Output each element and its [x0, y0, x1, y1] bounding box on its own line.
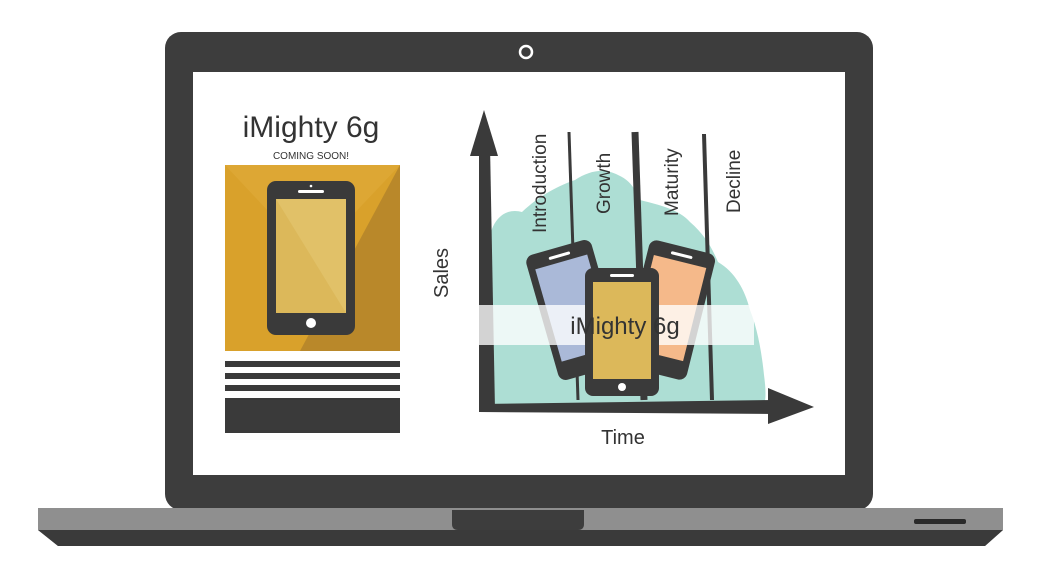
trackpad-notch [452, 510, 584, 530]
poster-line [225, 385, 400, 391]
poster-line [225, 361, 400, 367]
coming-soon-label: COMING SOON! [273, 151, 349, 162]
x-axis [479, 400, 775, 414]
poster-phone-icon [267, 181, 355, 335]
x-axis-label: Time [601, 427, 645, 449]
product-title: iMighty 6g [243, 111, 380, 144]
power-led [914, 519, 966, 524]
stage-label-decline: Decline [724, 150, 745, 213]
banner-label: iMighty 6g [570, 313, 679, 340]
y-axis-label: Sales [431, 248, 453, 298]
poster-block [225, 398, 400, 433]
stage-label-introduction: Introduction [530, 134, 551, 233]
stage-label-growth: Growth [594, 153, 615, 214]
stage-label-maturity: Maturity [662, 148, 683, 216]
phone-front-icon [585, 268, 659, 396]
webcam [518, 44, 534, 60]
laptop-base-shadow [38, 530, 1003, 546]
x-axis-arrow-icon [768, 388, 814, 424]
y-axis-arrow-icon [470, 110, 498, 156]
poster-line [225, 373, 400, 379]
